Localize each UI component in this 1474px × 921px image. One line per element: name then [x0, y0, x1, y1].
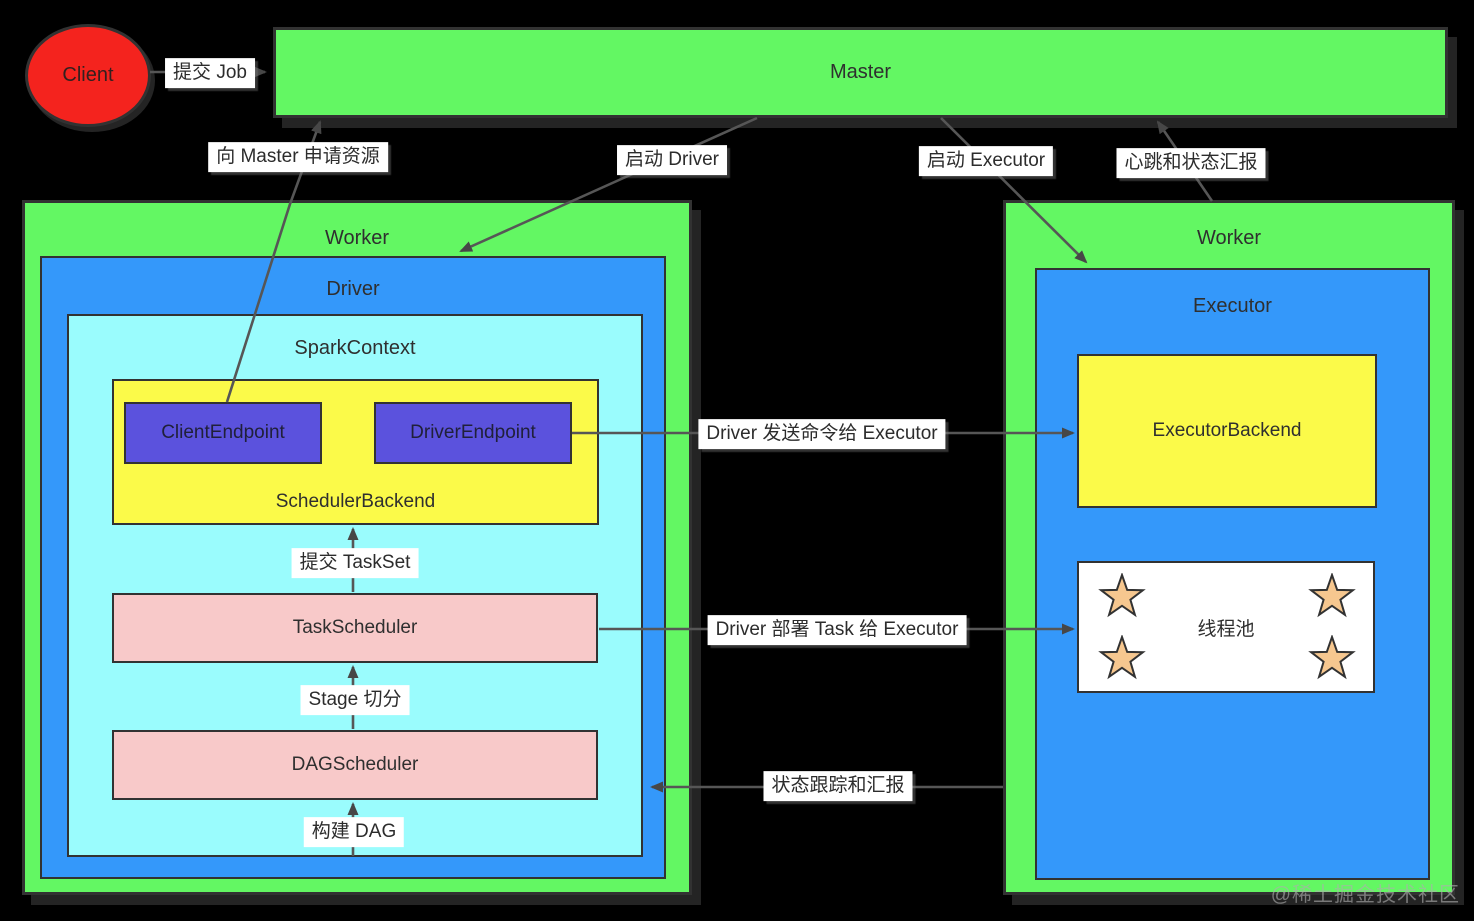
edge-label-status-report: 状态跟踪和汇报 — [763, 771, 913, 801]
node-client-endpoint-label: ClientEndpoint — [161, 422, 285, 443]
edge-label-launch-driver: 启动 Driver — [617, 145, 727, 175]
node-scheduler-backend-label: SchedulerBackend — [275, 491, 436, 512]
node-master: Master — [273, 27, 1448, 118]
edge-label-heartbeat: 心跳和状态汇报 — [1116, 148, 1266, 178]
edge-label-launch-executor: 启动 Executor — [918, 146, 1054, 176]
edge-label-build-dag: 构建 DAG — [303, 817, 405, 847]
node-client: Client — [25, 24, 151, 127]
edge-label-stage-split: Stage 切分 — [300, 685, 410, 715]
node-worker-right-label: Worker — [1196, 227, 1262, 249]
edge-label-request-resources: 向 Master 申请资源 — [208, 142, 388, 172]
node-task-scheduler: TaskScheduler — [112, 593, 598, 663]
node-executor-backend: ExecutorBackend — [1077, 354, 1377, 508]
node-executor-backend-label: ExecutorBackend — [1152, 420, 1302, 441]
node-spark-context-label: SparkContext — [294, 337, 416, 359]
edge-label-deploy-task: Driver 部署 Task 给 Executor — [707, 615, 967, 645]
node-thread-pool: 线程池 — [1077, 561, 1375, 693]
node-master-label: Master — [829, 61, 892, 83]
node-dag-scheduler: DAGScheduler — [112, 730, 598, 800]
node-driver-endpoint: DriverEndpoint — [374, 402, 572, 464]
node-client-label: Client — [62, 64, 114, 86]
star-icon — [1098, 573, 1146, 618]
node-worker-left-label: Worker — [324, 227, 390, 249]
node-dag-scheduler-label: DAGScheduler — [291, 754, 419, 775]
star-icon — [1308, 573, 1356, 618]
edge-label-submit-job: 提交 Job — [165, 58, 255, 88]
edge-label-send-command: Driver 发送命令给 Executor — [698, 419, 946, 449]
node-thread-pool-label: 线程池 — [1197, 618, 1255, 640]
node-driver-label: Driver — [326, 278, 380, 300]
star-icon — [1308, 635, 1356, 680]
edge-label-submit-taskset: 提交 TaskSet — [291, 548, 419, 578]
node-client-endpoint: ClientEndpoint — [124, 402, 322, 464]
star-icon — [1098, 635, 1146, 680]
node-executor-label: Executor — [1193, 295, 1272, 317]
watermark: @稀土掘金技术社区 — [1270, 884, 1460, 906]
node-driver-endpoint-label: DriverEndpoint — [410, 422, 536, 443]
node-task-scheduler-label: TaskScheduler — [292, 617, 418, 638]
